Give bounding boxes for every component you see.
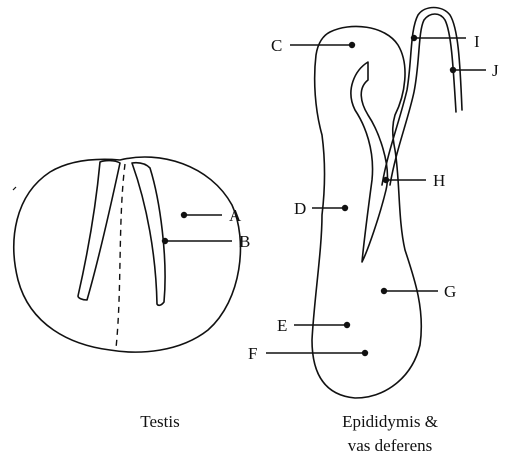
vas-deferens-outer [382, 8, 462, 186]
epididymis-figure [312, 8, 462, 399]
label-E-text: E [277, 316, 287, 335]
epididymis-caption-line1: Epididymis & [300, 410, 480, 434]
testis-caption: Testis [100, 410, 220, 434]
label-H-text: H [433, 171, 445, 190]
label-J-text: J [492, 61, 499, 80]
label-A: A [181, 206, 242, 225]
label-J: J [450, 61, 499, 80]
epididymis-caption-line2: vas deferens [300, 434, 480, 458]
label-G-text: G [444, 282, 456, 301]
epididymis-caption: Epididymis & vas deferens [300, 410, 480, 458]
testis-right-slit [132, 163, 165, 306]
epididymis-inner-curve [351, 62, 388, 262]
testis-outline [14, 157, 241, 352]
vas-deferens-inner [390, 14, 456, 185]
label-A-text: A [229, 206, 242, 225]
label-D: D [294, 199, 348, 218]
label-C: C [271, 36, 355, 55]
testis-figure [13, 157, 240, 352]
label-I-text: I [474, 32, 480, 51]
testis-caption-text: Testis [140, 412, 179, 431]
label-B: B [162, 232, 251, 251]
label-B-text: B [239, 232, 250, 251]
testis-left-slit [78, 161, 120, 300]
label-C-text: C [271, 36, 282, 55]
testis-small-mark [13, 187, 16, 190]
label-F: F [248, 344, 368, 363]
testis-midline [116, 164, 125, 348]
label-D-text: D [294, 199, 306, 218]
label-F-text: F [248, 344, 257, 363]
